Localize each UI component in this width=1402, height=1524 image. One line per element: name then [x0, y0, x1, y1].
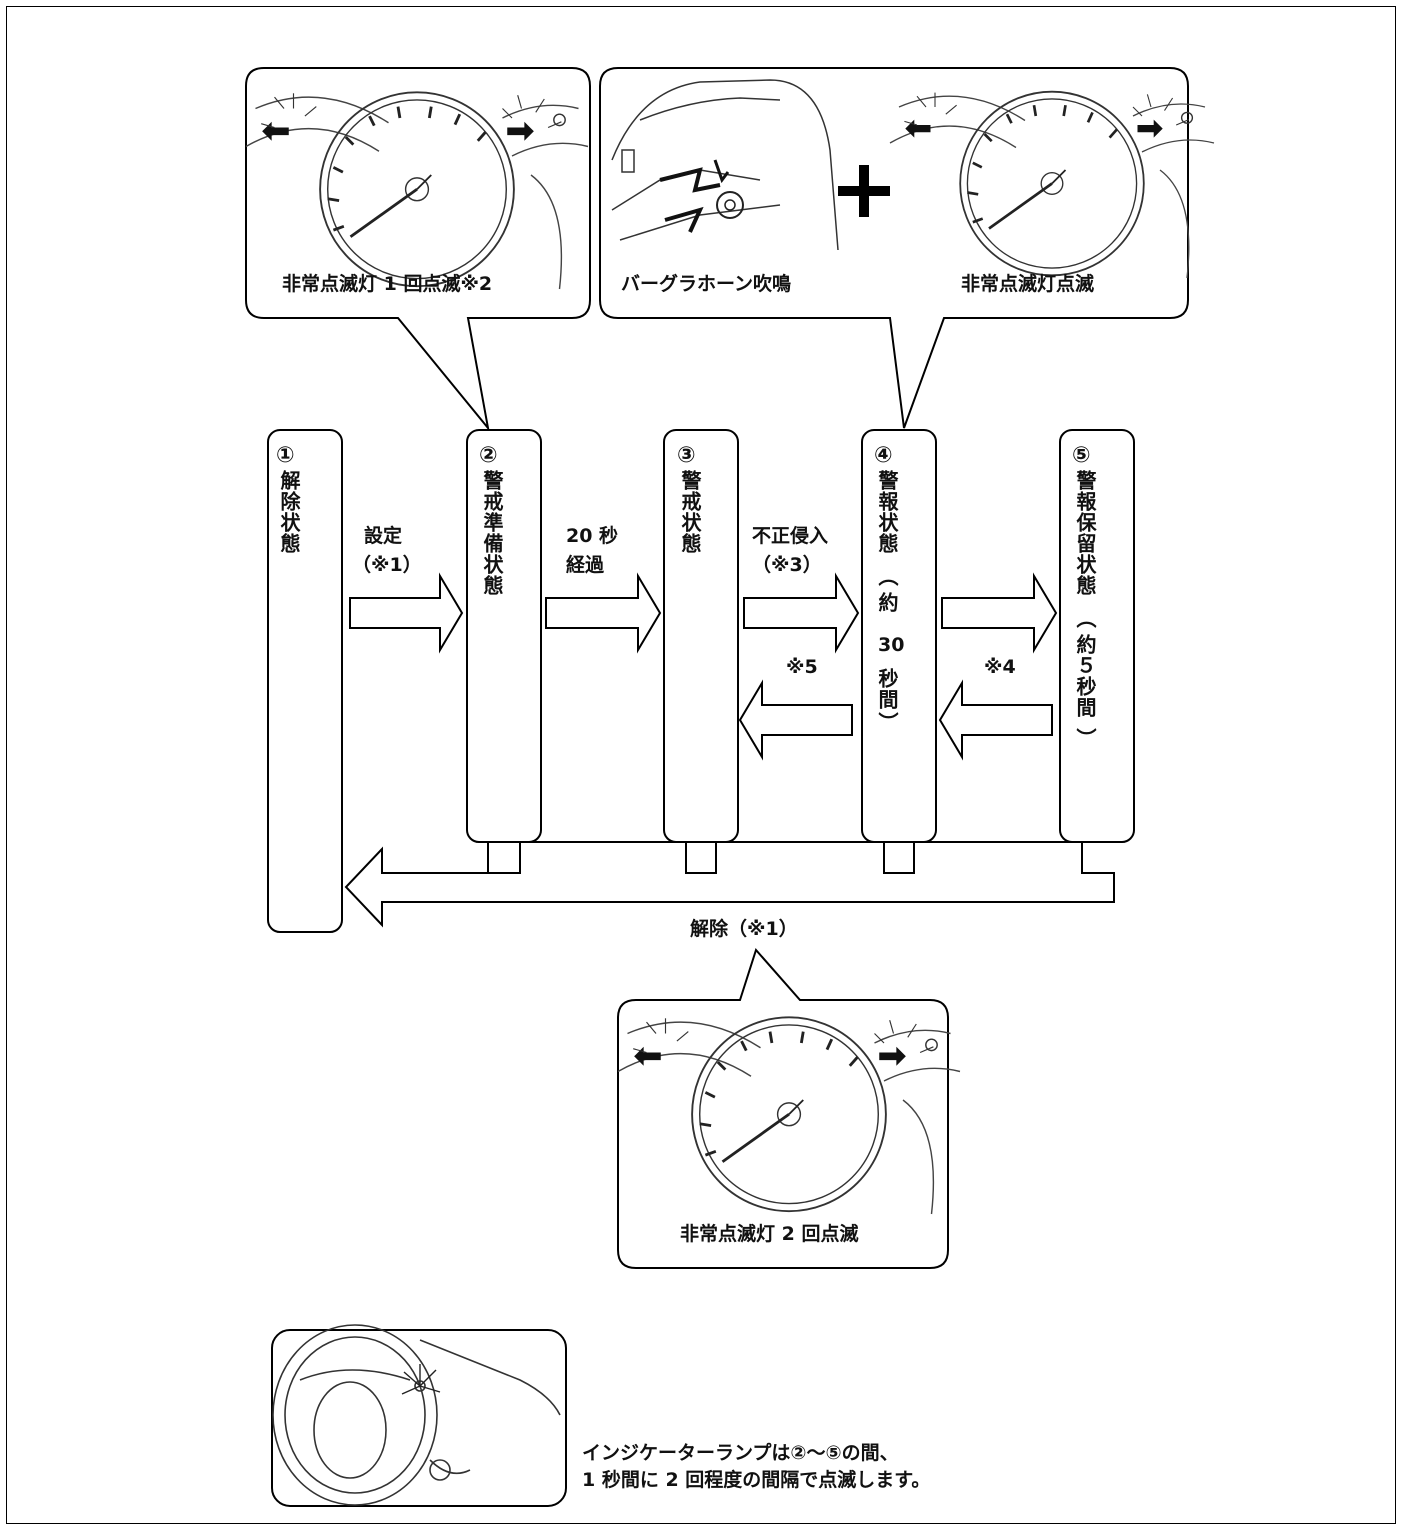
bubble-2 — [599, 67, 1216, 429]
arrow-release-label: 解除（※1） — [690, 918, 798, 940]
arrow-back-4 — [938, 679, 1053, 761]
note-line-2: 1 秒間に 2 回程度の間隔で点滅します。 — [582, 1469, 931, 1491]
state-box-2 — [466, 429, 542, 843]
state-5-paren-close: ︶ — [1073, 728, 1097, 749]
state-5-sub: 約５秒間 — [1073, 634, 1097, 718]
arrow-20sec-label-2: 経過 — [566, 554, 605, 576]
state-4-sub1: 約 — [875, 592, 899, 613]
arrow-intrusion-label-1: 不正侵入 — [752, 525, 829, 547]
arrow-20sec — [545, 572, 662, 654]
state-2-label: 警戒準備状態 — [480, 470, 504, 596]
state-box-4 — [861, 429, 937, 843]
state-5-label: 警報保留状態 — [1073, 470, 1097, 596]
bubble-3 — [616, 948, 962, 1269]
bubble-1-caption: 非常点滅灯 1 回点滅※2 — [282, 273, 493, 295]
note-line-1: インジケーターランプは②～⑤の間、 — [582, 1442, 899, 1464]
state-5-number: ⑤ — [1072, 443, 1091, 468]
bubble-3-caption: 非常点滅灯 2 回点滅 — [680, 1223, 859, 1245]
arrow-back-5 — [738, 679, 853, 761]
bubble-2-caption-right: 非常点滅灯点滅 — [961, 273, 1095, 295]
indicator-lamp-icon — [401, 1364, 441, 1395]
arrow-to-hold — [941, 572, 1058, 654]
state-3-label: 警戒状態 — [678, 470, 702, 554]
arrow-back-5-label: ※5 — [786, 656, 818, 678]
plus-icon — [838, 165, 890, 217]
state-4-paren-open: ︵ — [875, 566, 899, 587]
bubble-2-caption-left: バーグラホーン吹鳴 — [621, 273, 792, 295]
state-4-sub2: 30 — [878, 634, 905, 656]
arrow-setting-label-1: 設定 — [364, 525, 403, 547]
steering-wheel-image — [272, 1324, 561, 1506]
state-1-label: 解除状態 — [277, 470, 301, 554]
arrow-20sec-label-1: 20 秒 — [566, 525, 619, 547]
state-box-5 — [1059, 429, 1135, 843]
state-4-sub3: 秒間 — [875, 668, 899, 710]
arrow-intrusion — [743, 572, 860, 654]
arrow-setting — [349, 572, 464, 654]
state-4-number: ④ — [874, 443, 893, 468]
arrow-setting-label-2: （※1） — [352, 554, 422, 576]
trunk-horn-image — [611, 79, 839, 251]
state-1-number: ① — [276, 443, 295, 468]
state-box-1 — [267, 429, 343, 933]
state-box-3 — [663, 429, 739, 843]
arrow-back-4-label: ※4 — [984, 656, 1016, 678]
state-5-paren-open: ︵ — [1073, 608, 1097, 629]
bubble-1 — [244, 67, 591, 432]
state-2-number: ② — [479, 443, 498, 468]
state-3-number: ③ — [677, 443, 696, 468]
arrow-release — [344, 841, 1115, 928]
state-4-paren-close: ︶ — [875, 712, 899, 733]
arrow-intrusion-label-2: （※3） — [752, 554, 822, 576]
state-4-label: 警報状態 — [875, 470, 899, 554]
steering-indicator-panel — [271, 1324, 567, 1507]
